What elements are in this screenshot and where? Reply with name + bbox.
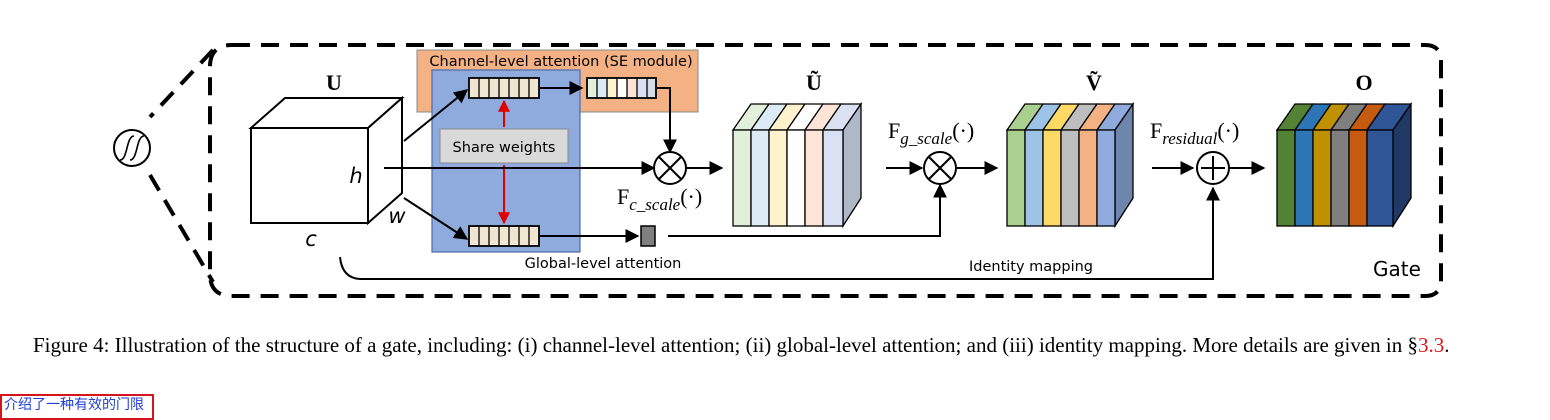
section-symbol: § [1407, 333, 1419, 357]
section-link[interactable]: 3.3 [1418, 333, 1445, 357]
se-output-vector [586, 77, 657, 99]
figure-caption: Figure 4: Illustration of the structure … [33, 331, 1533, 360]
tensor-u-label: U [326, 70, 342, 95]
residual-add-icon [1196, 151, 1230, 185]
global-vector [468, 225, 540, 247]
caption-end: . [1444, 333, 1450, 357]
g-scale-label: Fg_scale(·) [888, 118, 974, 148]
sigmoid-icon [113, 129, 151, 167]
tensor-v-tilde [1005, 101, 1135, 229]
channel-attention-label: Channel-level attention (SE module) [429, 54, 692, 70]
channel-vector [468, 77, 540, 99]
global-multiply-icon [923, 151, 957, 185]
gate-label: Gate [1373, 257, 1421, 281]
dim-c-label: c [305, 227, 317, 251]
c-scale-label: Fc_scale(·) [617, 184, 702, 214]
flow-arrows [339, 81, 1266, 280]
global-attention-label: Global-level attention [525, 256, 682, 272]
identity-mapping-label: Identity mapping [969, 259, 1093, 275]
gate-diagram: U h w c Channel-level attention (SE modu… [113, 43, 1443, 298]
tensor-o [1275, 101, 1413, 229]
residual-label: Fresidual(·) [1150, 118, 1239, 148]
tensor-o-label: O [1355, 70, 1372, 95]
gate-boundary [148, 43, 1443, 298]
annotation-note: 介绍了一种有效的门限 [0, 394, 154, 420]
share-weights-label: Share weights [453, 140, 556, 156]
tensor-u [248, 95, 405, 226]
share-weights-box [439, 128, 569, 164]
caption-text: Figure 4: Illustration of the structure … [33, 333, 1408, 357]
channel-multiply-icon [653, 151, 687, 185]
global-scale-bar [640, 225, 656, 247]
dim-h-label: h [349, 164, 362, 188]
tensor-u-tilde-label: Ũ [806, 70, 822, 95]
tensor-u-tilde [731, 101, 863, 229]
dim-w-label: w [388, 204, 406, 228]
tensor-v-tilde-label: Ṽ [1086, 70, 1102, 95]
